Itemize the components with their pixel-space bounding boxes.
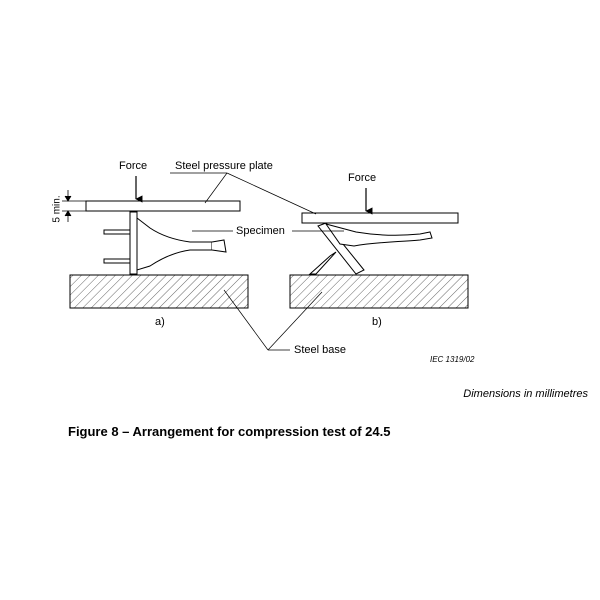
specimen-a bbox=[103, 211, 227, 275]
dimensions-note: Dimensions in millimetres bbox=[463, 388, 588, 400]
sub-label-a: a) bbox=[155, 316, 165, 328]
steel-pressure-plate-label: Steel pressure plate bbox=[175, 160, 273, 172]
pressure-plate-a bbox=[85, 200, 241, 212]
steel-base-label: Steel base bbox=[294, 344, 346, 356]
iec-reference: IEC 1319/02 bbox=[430, 355, 475, 364]
figure-caption: Figure 8 – Arrangement for compression t… bbox=[68, 424, 391, 439]
force-label-b: Force bbox=[348, 172, 377, 184]
specimen-label: Specimen bbox=[236, 225, 285, 237]
leader-lines bbox=[170, 172, 344, 351]
dimension-5min bbox=[62, 190, 86, 222]
force-label-a: Force bbox=[119, 160, 148, 172]
steel-base-a bbox=[69, 274, 249, 309]
min-dimension-label: 5 min. bbox=[51, 195, 63, 223]
pressure-plate-b bbox=[301, 212, 459, 224]
sub-label-b: b) bbox=[372, 316, 382, 328]
arrangement-b bbox=[289, 188, 469, 309]
steel-base-b bbox=[289, 274, 469, 309]
specimen-b bbox=[308, 222, 433, 275]
arrangement-a bbox=[62, 176, 249, 309]
